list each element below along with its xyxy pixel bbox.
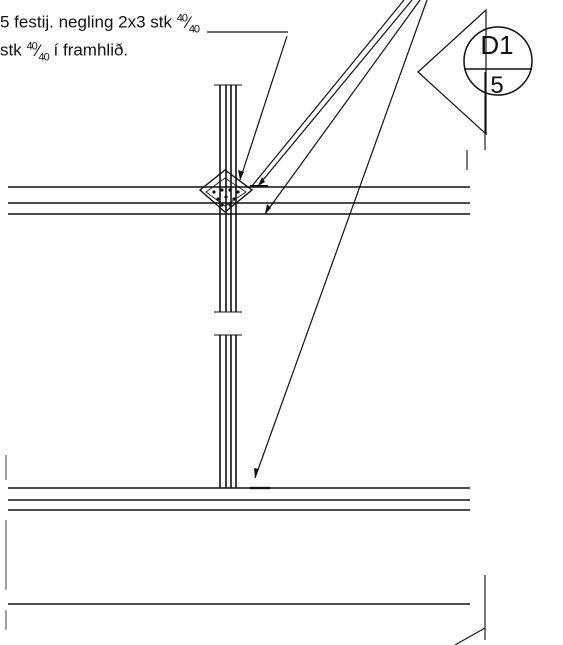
dimension-lines	[454, 72, 486, 645]
stud-upper	[214, 84, 242, 313]
note-2-numerator: 40	[26, 40, 37, 52]
leader-lines	[239, 0, 428, 490]
arrowheads	[238, 170, 271, 478]
note-1-prefix: 5 festij. negling 2x3 stk	[0, 12, 177, 32]
nailing-note-line-1: 5 festij. negling 2x3 stk 40⁄40	[0, 12, 200, 36]
detail-tag-id: D1	[480, 30, 514, 60]
note-2-suffix: í framhlið.	[48, 40, 129, 60]
note-2-fraction: 40⁄40	[26, 40, 50, 64]
nail-marks	[212, 188, 240, 207]
detail-tag-symbol	[417, 8, 533, 136]
beam-bottom	[8, 487, 470, 511]
nailing-note-line-2: stk 40⁄40 í framhlið.	[0, 40, 128, 63]
gusset-plate	[198, 169, 254, 213]
stud-lower	[214, 334, 242, 488]
note-2-prefix: stk	[0, 40, 27, 60]
note-1-numerator: 40	[176, 12, 188, 24]
note-1-fraction: 40⁄40	[176, 12, 200, 36]
detail-tag-sheet: 5	[490, 72, 504, 99]
note-1-denominator: 40	[188, 23, 200, 36]
note-2-denominator: 40	[38, 51, 50, 64]
